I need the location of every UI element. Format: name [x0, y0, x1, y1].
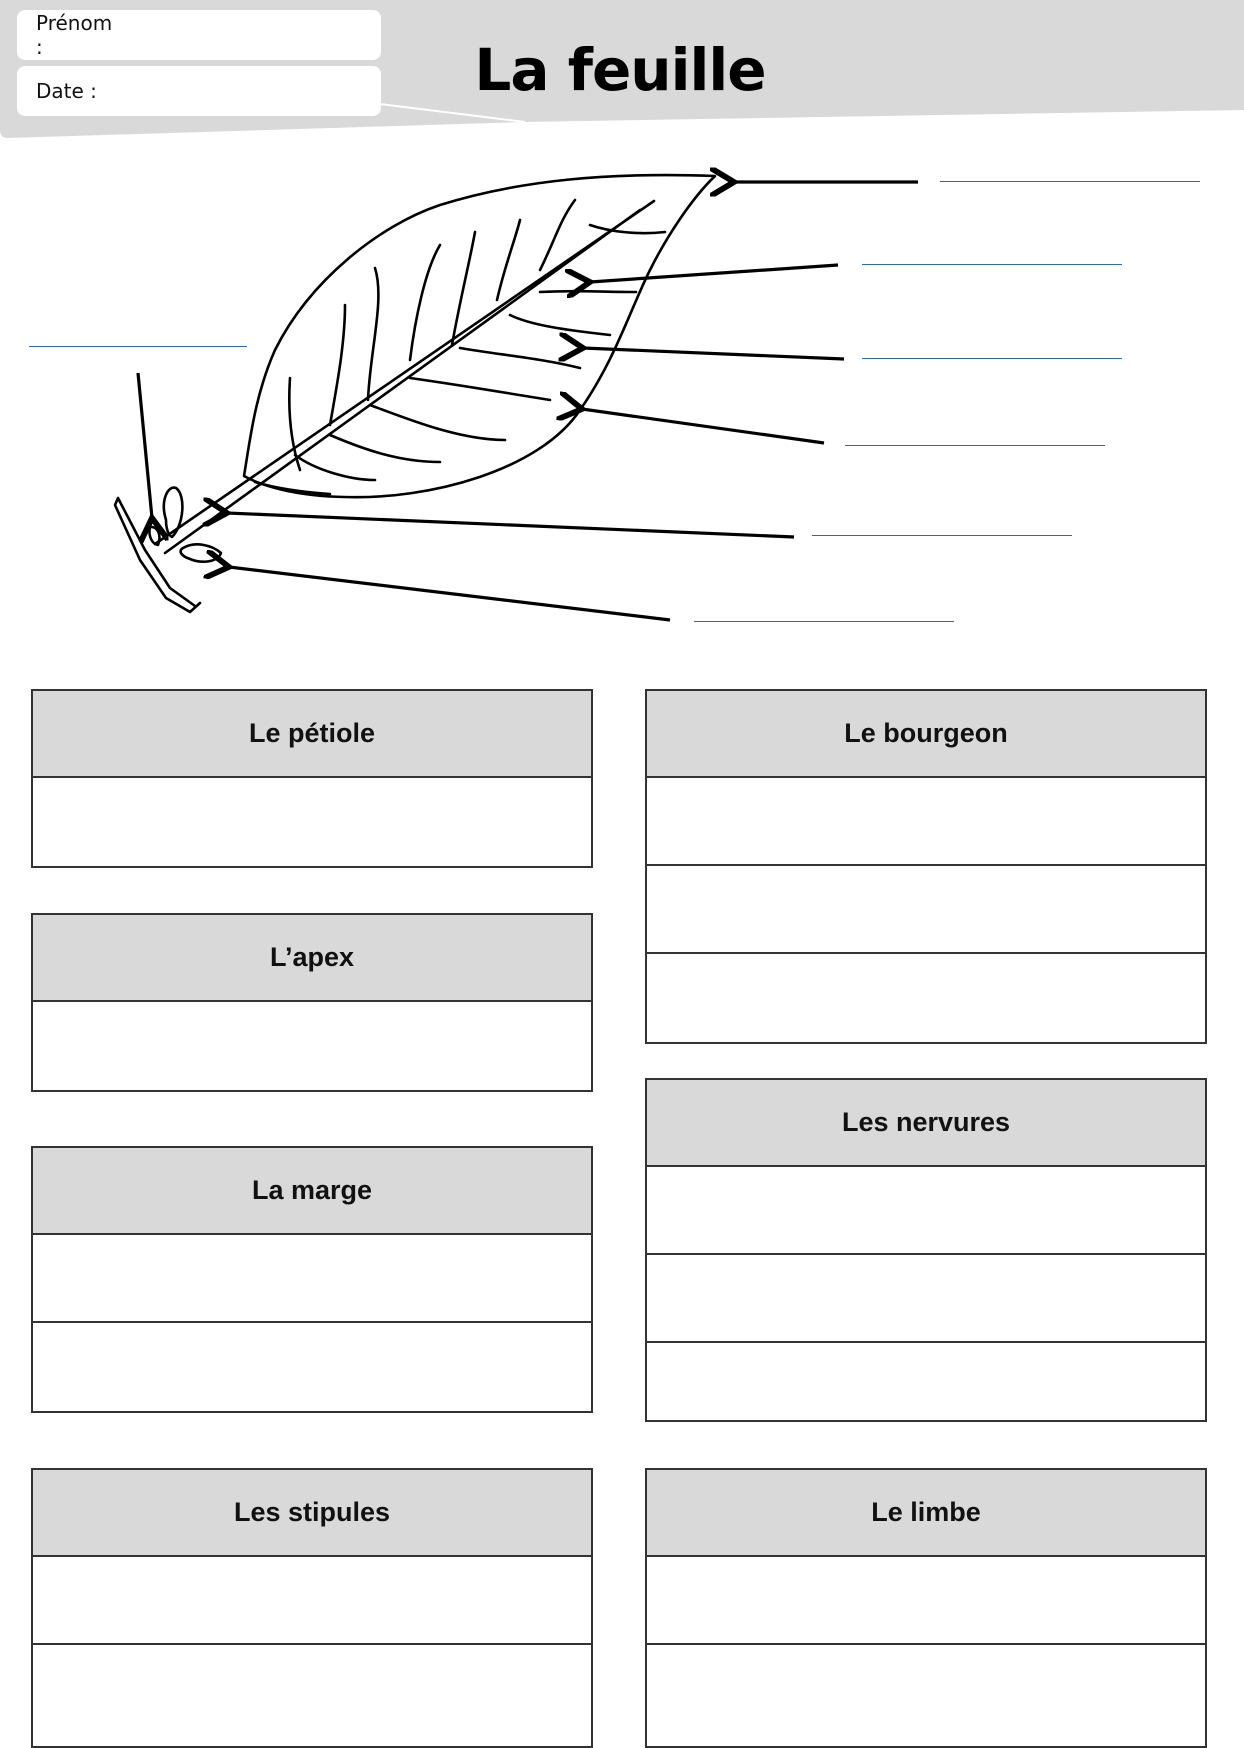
name-field[interactable]: Prénom :: [17, 10, 381, 60]
label-line-midrib[interactable]: [862, 264, 1122, 265]
table-petiole: Le pétiole: [31, 689, 593, 868]
arrow-vein: [583, 348, 844, 359]
answer-row[interactable]: [647, 1557, 1205, 1645]
answer-row[interactable]: [33, 1235, 591, 1323]
veins: [255, 200, 665, 494]
table-header: Les nervures: [647, 1080, 1205, 1167]
answer-row[interactable]: [647, 954, 1205, 1042]
table-nervures: Les nervures: [645, 1078, 1207, 1422]
label-line-petiole[interactable]: [812, 535, 1072, 536]
leaf-diagram: [0, 140, 1244, 640]
table-bourgeon: Le bourgeon: [645, 689, 1207, 1044]
label-line-vein[interactable]: [862, 358, 1122, 359]
stipule-small: [149, 527, 159, 545]
date-input[interactable]: [103, 78, 381, 104]
table-marge: La marge: [31, 1146, 593, 1413]
table-header: Le limbe: [647, 1470, 1205, 1557]
arrow-margin: [582, 409, 824, 443]
name-input[interactable]: [128, 22, 381, 48]
arrow-petiole: [227, 513, 794, 537]
arrow-bud: [138, 373, 152, 518]
date-label: Date :: [36, 79, 97, 103]
answer-row[interactable]: [647, 1167, 1205, 1255]
arrow-stipule: [229, 567, 670, 620]
date-field[interactable]: Date :: [17, 66, 381, 116]
label-line-apex[interactable]: [940, 181, 1200, 182]
leaf-drawing: [115, 175, 715, 612]
midrib: [155, 201, 654, 553]
label-arrows: [138, 182, 918, 620]
answer-row[interactable]: [647, 778, 1205, 866]
answer-row[interactable]: [647, 1343, 1205, 1420]
table-stipules: Les stipules: [31, 1468, 593, 1748]
answer-row[interactable]: [33, 1645, 591, 1733]
answer-row[interactable]: [647, 1645, 1205, 1733]
answer-row[interactable]: [33, 778, 591, 866]
bud: [164, 488, 182, 537]
twig: [115, 498, 200, 612]
answer-row[interactable]: [33, 1002, 591, 1090]
answer-row[interactable]: [33, 1323, 591, 1411]
table-header: L’apex: [33, 915, 591, 1002]
label-line-bud[interactable]: [29, 346, 247, 347]
table-header: Le bourgeon: [647, 691, 1205, 778]
leaf-outline: [244, 175, 715, 497]
answer-row[interactable]: [647, 866, 1205, 954]
label-line-stipule[interactable]: [694, 621, 954, 622]
label-line-margin[interactable]: [845, 445, 1105, 446]
table-header: Le pétiole: [33, 691, 591, 778]
answer-row[interactable]: [33, 1557, 591, 1645]
name-label: Prénom :: [36, 11, 122, 59]
table-header: La marge: [33, 1148, 591, 1235]
table-header: Les stipules: [33, 1470, 591, 1557]
arrow-midrib: [590, 265, 838, 282]
stipule: [181, 544, 221, 561]
page-title: La feuille: [420, 30, 820, 110]
table-limbe: Le limbe: [645, 1468, 1207, 1748]
answer-row[interactable]: [647, 1255, 1205, 1343]
table-apex: L’apex: [31, 913, 593, 1092]
